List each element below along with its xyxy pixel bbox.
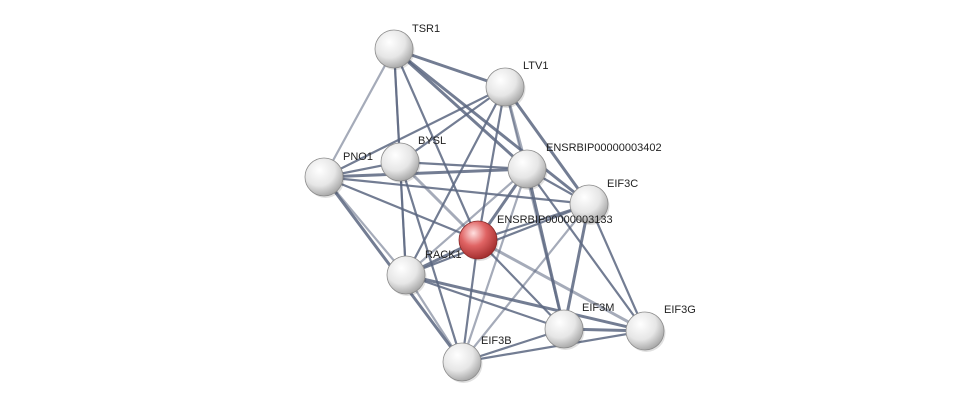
edge-tsr1-pno1 bbox=[322, 47, 396, 179]
node-label-eif3g: EIF3G bbox=[664, 304, 696, 316]
node-eif3m[interactable] bbox=[544, 309, 585, 350]
node-label-eif3m: EIF3M bbox=[582, 302, 614, 314]
edge-tsr1-ensrbip00000003133 bbox=[392, 47, 480, 242]
node-label-rack1: RACK1 bbox=[425, 249, 462, 261]
edge-pno1-ensrbip00000003133 bbox=[322, 175, 480, 242]
edge-tsr1-eif3c bbox=[392, 47, 591, 206]
edge-bysl-ensrbip00000003402 bbox=[398, 160, 529, 171]
node-sphere[interactable] bbox=[569, 184, 609, 224]
edge-ltv1-rack1 bbox=[404, 85, 507, 277]
edge-ensrbip00000003133-eif3b bbox=[460, 238, 480, 364]
node-eif3g[interactable] bbox=[625, 311, 666, 352]
node-label-ensrbip00000003133: ENSRBIP00000003133 bbox=[497, 214, 613, 226]
node-eif3c[interactable] bbox=[569, 184, 610, 225]
node-label-eif3c: EIF3C bbox=[607, 178, 638, 190]
edge-eif3c-eif3b bbox=[460, 202, 591, 364]
edge-pno1-ensrbip00000003402 bbox=[322, 167, 529, 179]
edge-eif3g-eif3b bbox=[460, 329, 647, 364]
edge-eif3c-eif3m bbox=[562, 202, 591, 331]
edge-rack1-eif3g bbox=[404, 273, 647, 333]
node-sphere[interactable] bbox=[386, 255, 426, 295]
edge-ensrbip00000003402-rack1 bbox=[404, 167, 529, 277]
node-sphere[interactable] bbox=[507, 149, 547, 189]
edge-ltv1-ensrbip00000003133 bbox=[476, 85, 507, 242]
node-eif3b[interactable] bbox=[442, 342, 483, 383]
node-sphere[interactable] bbox=[485, 67, 525, 107]
edge-pno1-eif3c bbox=[322, 175, 591, 206]
node-label-eif3b: EIF3B bbox=[481, 335, 512, 347]
edge-ensrbip00000003133-eif3g bbox=[476, 238, 647, 333]
node-sphere[interactable] bbox=[625, 311, 665, 351]
node-label-bysl: BYSL bbox=[418, 135, 446, 147]
node-pno1[interactable] bbox=[304, 157, 345, 198]
edge-ensrbip00000003133-eif3m bbox=[476, 238, 566, 331]
node-sphere[interactable] bbox=[458, 220, 498, 260]
edge-ensrbip00000003402-eif3g bbox=[525, 167, 647, 333]
node-label-ltv1: LTV1 bbox=[523, 60, 548, 72]
edge-ltv1-eif3c bbox=[503, 85, 591, 206]
node-sphere[interactable] bbox=[380, 142, 420, 182]
edge-ltv1-pno1 bbox=[322, 85, 507, 179]
edge-eif3c-eif3g bbox=[587, 202, 647, 333]
edge-rack1-eif3c bbox=[404, 202, 591, 277]
node-label-tsr1: TSR1 bbox=[412, 23, 440, 35]
edge-ensrbip00000003402-eif3b bbox=[460, 167, 529, 364]
node-sphere[interactable] bbox=[374, 29, 414, 69]
node-sphere[interactable] bbox=[544, 309, 584, 349]
edge-ensrbip00000003402-eif3m bbox=[525, 167, 566, 331]
node-sphere[interactable] bbox=[442, 342, 482, 382]
node-ensrbip00000003402[interactable] bbox=[507, 149, 548, 190]
edge-tsr1-ltv1 bbox=[392, 47, 507, 89]
node-bysl[interactable] bbox=[380, 142, 421, 183]
nodes-layer bbox=[304, 29, 666, 383]
node-tsr1[interactable] bbox=[374, 29, 415, 70]
node-label-pno1: PNO1 bbox=[343, 151, 373, 163]
node-label-ensrbip00000003402: ENSRBIP00000003402 bbox=[546, 142, 662, 154]
node-ltv1[interactable] bbox=[485, 67, 526, 108]
node-sphere[interactable] bbox=[304, 157, 344, 197]
edge-rack1-eif3m bbox=[404, 273, 566, 331]
node-rack1[interactable] bbox=[386, 255, 427, 296]
edge-ltv1-bysl bbox=[398, 85, 507, 164]
node-ensrbip00000003133[interactable] bbox=[458, 220, 499, 261]
